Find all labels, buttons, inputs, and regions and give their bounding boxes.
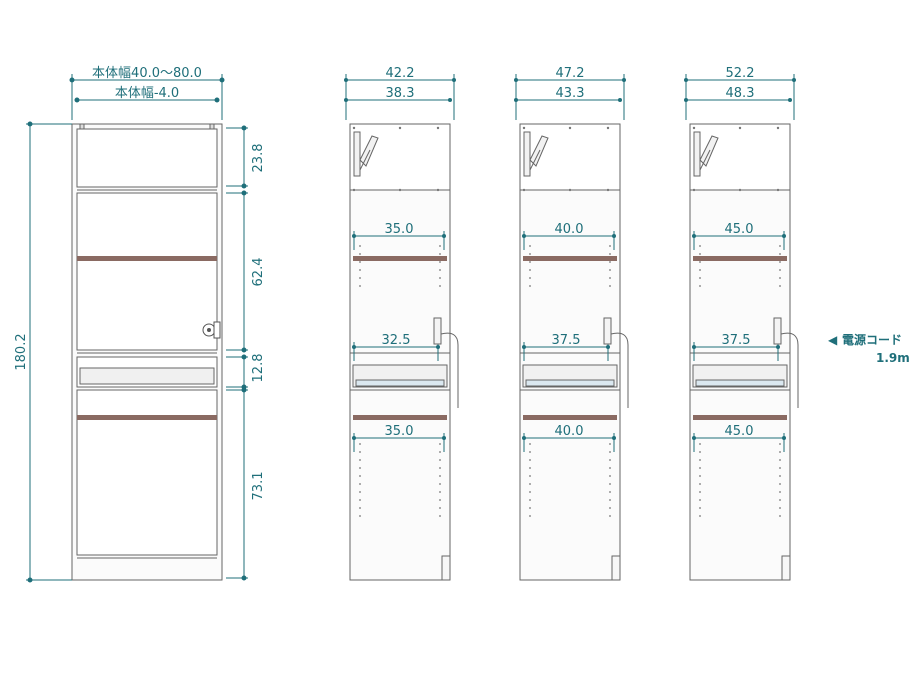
side-shelf-upper (353, 256, 447, 261)
side-shelf-upper (523, 256, 617, 261)
side-shelf-lower (693, 415, 787, 420)
outer-width-label: 本体幅40.0～80.0 (92, 66, 202, 81)
section-height-2: 62.4 (251, 258, 266, 287)
shelf-bottom-depth-label: 35.0 (385, 424, 414, 439)
inner-depth-label: 38.3 (386, 86, 415, 101)
outer-depth-label: 52.2 (726, 66, 755, 81)
side-cabinet-body (349, 123, 451, 581)
shelf-top-depth-label: 35.0 (385, 222, 414, 237)
front-view: 本体幅40.0～80.0 本体幅-4.0 (14, 66, 266, 583)
section-height-3: 12.8 (251, 354, 266, 383)
lift-hinge-icon (353, 131, 379, 177)
side-shelf-lower (523, 415, 617, 420)
side-views: 42.2 38.3 35.0 32.5 35.0 47.2 43.3 40.0 37.5 40.0… (344, 66, 799, 581)
inner-width-dimension (74, 97, 220, 103)
shelf-top-depth-label: 45.0 (725, 222, 754, 237)
section-height-4: 73.1 (251, 472, 266, 501)
shelf-bottom-depth-label: 40.0 (555, 424, 584, 439)
front-shelf-upper (77, 256, 217, 261)
shelf-top-depth-label: 40.0 (555, 222, 584, 237)
inner-depth-label: 48.3 (726, 86, 755, 101)
cord-note: ◀ 電源コード 1.9m (828, 332, 910, 365)
lift-hinge-icon (693, 131, 719, 177)
front-shelf-lower (77, 415, 217, 420)
side-shelf-upper (693, 256, 787, 261)
slide-shelf-depth-label: 37.5 (722, 333, 751, 348)
cord-length: 1.9m (876, 351, 910, 365)
side-view-3: 52.2 48.3 45.0 37.5 45.0 (684, 66, 799, 581)
slide-shelf-depth-label: 32.5 (382, 333, 411, 348)
slide-shelf-depth-label: 37.5 (552, 333, 581, 348)
side-shelf-lower (353, 415, 447, 420)
side-view-2: 47.2 43.3 40.0 37.5 40.0 (514, 66, 629, 581)
total-height-label: 180.2 (14, 333, 29, 370)
section-height-1: 23.8 (251, 144, 266, 173)
power-cord-icon (433, 317, 459, 408)
shelf-pin-holes (692, 126, 781, 517)
inner-depth-label: 43.3 (556, 86, 585, 101)
cord-label: 電源コード (842, 332, 902, 347)
outer-depth-label: 47.2 (556, 66, 585, 81)
lift-hinge-icon (523, 131, 549, 177)
power-cord-icon (603, 317, 629, 408)
inner-width-label: 本体幅-4.0 (115, 86, 179, 101)
side-view-1: 42.2 38.3 35.0 32.5 35.0 (344, 66, 459, 581)
outer-width-dimension (69, 74, 225, 120)
side-cabinet-body (689, 123, 791, 581)
section-height-dimensions (226, 125, 248, 581)
outlet-icon (202, 321, 221, 339)
total-height-dimension (26, 121, 72, 583)
shelf-pin-holes (522, 126, 611, 517)
outer-depth-label: 42.2 (386, 66, 415, 81)
shelf-bottom-depth-label: 45.0 (725, 424, 754, 439)
side-cabinet-body (519, 123, 621, 581)
front-cabinet-body (71, 123, 223, 581)
power-cord-icon (773, 317, 799, 408)
shelf-pin-holes (352, 126, 441, 517)
cord-arrow-icon: ◀ (828, 333, 838, 347)
